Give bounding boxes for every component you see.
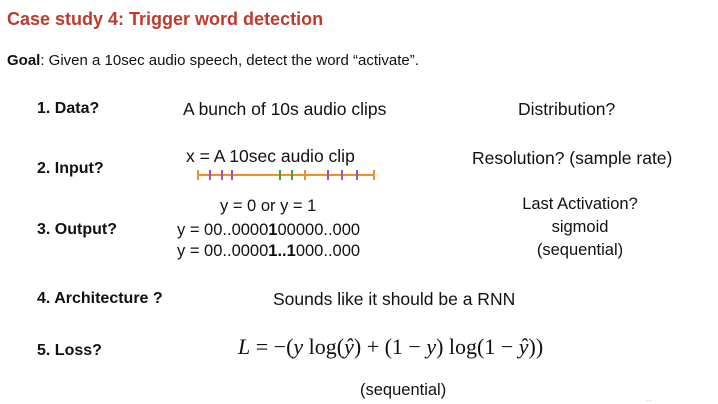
audio-timeline-diagram <box>197 170 375 180</box>
formula-yhat2: ŷ <box>518 334 529 359</box>
goal-statement: Goal: Given a 10sec audio speech, detect… <box>7 52 419 69</box>
formula-y1: y <box>293 334 304 359</box>
item-4-content: Sounds like it should be a RNN <box>273 289 516 309</box>
seq1-suffix: 00000..000 <box>277 221 361 239</box>
formula-lhs: L <box>238 334 251 359</box>
item-3-content: y = 0 or y = 1 <box>220 197 317 215</box>
seq2-prefix: y = 00..0000 <box>177 242 269 260</box>
activation-note-line-2: sigmoid <box>551 218 609 236</box>
formula-close1: ) + (1 − <box>353 334 427 359</box>
seq2-suffix: 000..000 <box>295 242 361 260</box>
goal-text: : Given a 10sec audio speech, detect the… <box>40 52 419 69</box>
formula-close2: )) <box>528 334 544 359</box>
activation-note-line-1: Last Activation? <box>522 195 638 213</box>
output-sequence-single: y = 00..0000100000..000 <box>177 221 360 240</box>
seq2-bold: 1..1 <box>268 242 296 260</box>
item-1-content: A bunch of 10s audio clips <box>183 99 387 119</box>
slide-title: Case study 4: Trigger word detection <box>7 9 324 29</box>
item-1-note: Distribution? <box>518 99 616 119</box>
item-2-label: 2. Input? <box>37 160 104 177</box>
output-sequence-multi: y = 00..00001..1000..000 <box>177 242 360 261</box>
loss-formula: L = −(y log(ŷ) + (1 − y) log(1 − ŷ)) <box>238 334 543 360</box>
item-5-label: 5. Loss? <box>37 342 102 359</box>
formula-log1: log( <box>303 334 345 359</box>
item-3-label: 3. Output? <box>37 221 117 238</box>
item-4-label: 4. Architecture ? <box>37 290 163 307</box>
goal-label: Goal <box>7 52 41 69</box>
formula-yhat1: ŷ <box>344 334 354 359</box>
seq1-prefix: y = 00..0000 <box>177 221 269 239</box>
seq1-bold: 1 <box>268 221 278 239</box>
formula-eq: = −( <box>250 334 294 359</box>
item-2-content: x = A 10sec audio clip <box>186 146 355 166</box>
activation-note-line-3: (sequential) <box>536 241 624 259</box>
item-5-note: (sequential) <box>360 381 447 399</box>
watermark: ... <box>646 394 653 403</box>
item-2-note: Resolution? (sample rate) <box>472 148 673 168</box>
formula-log2: ) log(1 − <box>436 334 519 359</box>
formula-y2: y <box>426 334 437 359</box>
item-1-label: 1. Data? <box>37 100 100 117</box>
